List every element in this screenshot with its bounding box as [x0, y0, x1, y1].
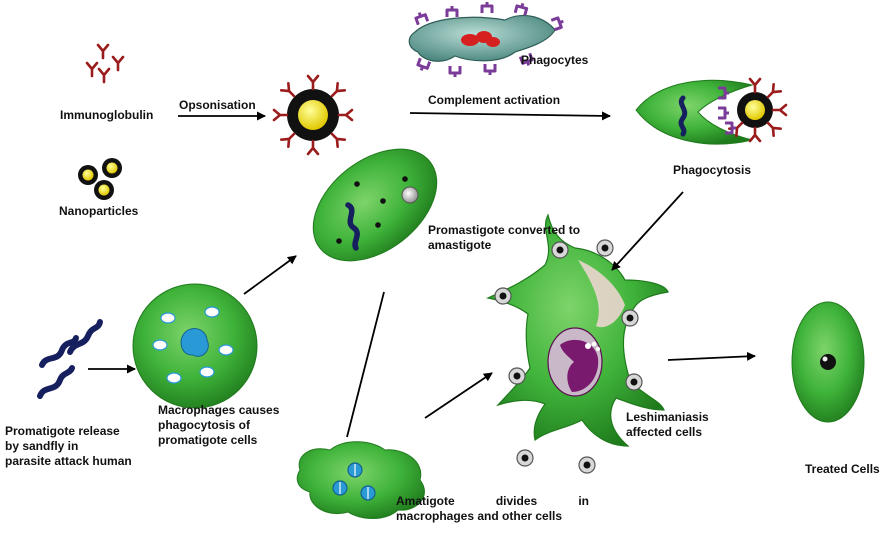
nanoparticles-icon — [78, 158, 122, 200]
treated-cell-icon — [791, 301, 865, 423]
immunoglobulin-label: Immunoglobulin — [60, 108, 154, 122]
leishmaniasis-affected-cell-icon — [486, 213, 669, 474]
treated-cells-label: Treated Cells — [805, 462, 880, 476]
promastigote-cell-icon — [312, 148, 438, 262]
phagocytosis-cell-icon — [635, 77, 788, 145]
phagocytes-label: Phagocytes — [521, 53, 589, 67]
phagocytosis-label: Phagocytosis — [673, 163, 752, 177]
nanoparticles-label: Nanoparticles — [59, 204, 139, 218]
amatigote-divides-label-line2: macrophages and other cells — [396, 509, 563, 523]
amatigote-divides-label-line1: Amatigote divides in — [396, 494, 589, 508]
amastigote-cell-icon — [296, 441, 425, 519]
opsonisation-label: Opsonisation — [179, 98, 256, 112]
immunoglobulin-icon — [85, 43, 125, 84]
opsonised-nanoparticle-icon — [272, 74, 354, 156]
flow-arrows — [88, 111, 756, 438]
phagocyte-cell-icon — [408, 0, 567, 79]
promastigote-converted-label: Promastigote converted to amastigote — [428, 223, 581, 252]
promastigote-parasite-icon — [37, 319, 103, 399]
promastigote-release-label: Promatigote release by sandfly in parasi… — [5, 424, 132, 468]
complement-activation-label: Complement activation — [428, 93, 561, 107]
macrophages-phagocytosis-label: Macrophages causes phagocytosis of proma… — [158, 403, 280, 447]
macrophage-cell-icon — [132, 283, 258, 409]
leshimaniasis-affected-label: Leshimaniasis affected cells — [626, 410, 709, 439]
